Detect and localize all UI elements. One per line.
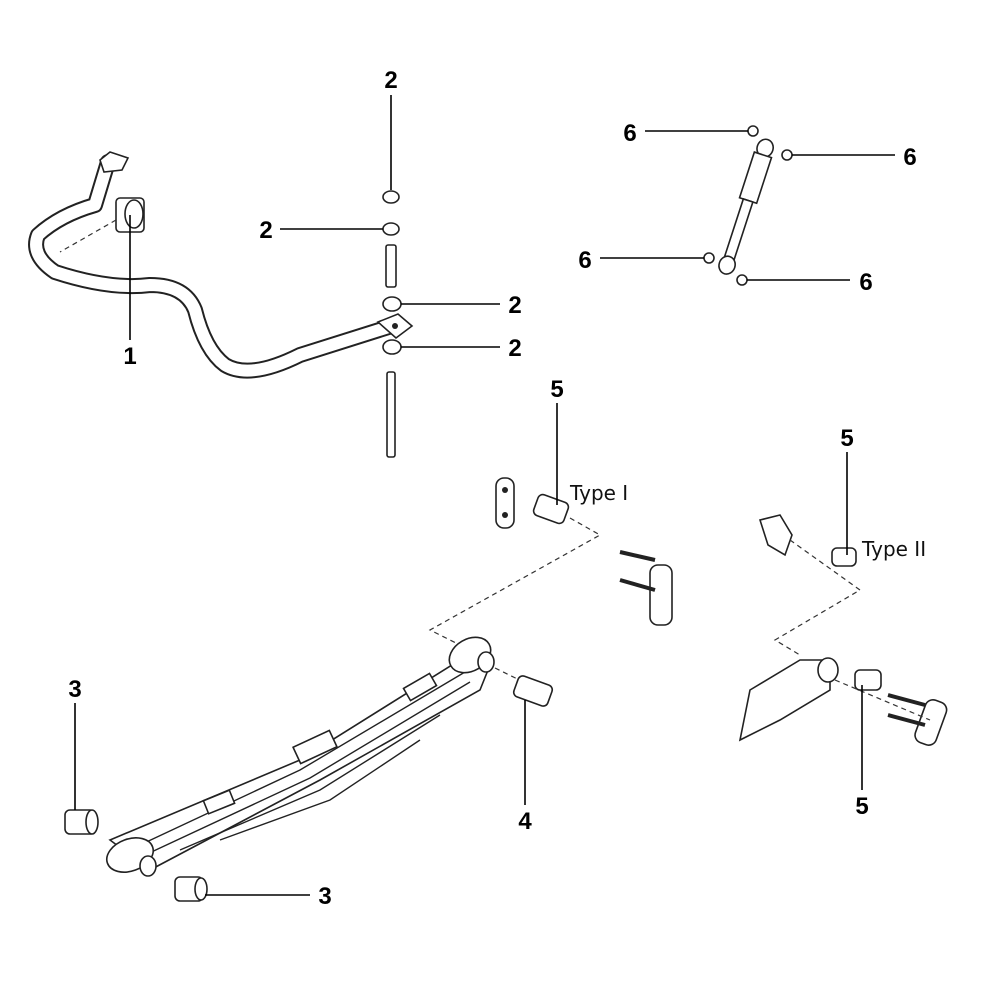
dashed-guide — [428, 517, 602, 651]
callout-5: 5 — [840, 425, 853, 452]
callout-6: 6 — [578, 247, 591, 274]
callout-3: 3 — [68, 676, 81, 703]
dashed-guide — [834, 679, 931, 721]
type-1-label: Type I — [569, 481, 628, 505]
callout-5: 5 — [550, 376, 563, 403]
callout-4: 4 — [518, 808, 532, 835]
stabilizer-link-parts — [382, 190, 402, 458]
leader-lines — [74, 95, 895, 896]
dashed-guide — [59, 219, 117, 253]
callout-6: 6 — [623, 120, 636, 147]
dashed-guide — [773, 539, 862, 656]
callout-6: 6 — [903, 144, 916, 171]
callout-1: 1 — [123, 343, 136, 370]
callout-2: 2 — [508, 292, 521, 319]
callout-6: 6 — [859, 269, 872, 296]
stabilizer-bar — [28, 151, 414, 379]
callout-3: 3 — [318, 883, 331, 910]
leaf-spring — [105, 636, 495, 877]
spring-bushings — [64, 675, 554, 902]
shackle-type2 — [738, 514, 948, 746]
callout-2: 2 — [508, 335, 521, 362]
callout-2: 2 — [384, 67, 397, 94]
callout-5: 5 — [855, 793, 868, 820]
shackle-type1 — [495, 477, 673, 626]
type-2-label: Type II — [861, 537, 926, 561]
callout-2: 2 — [259, 217, 272, 244]
shock-absorber — [718, 138, 774, 275]
